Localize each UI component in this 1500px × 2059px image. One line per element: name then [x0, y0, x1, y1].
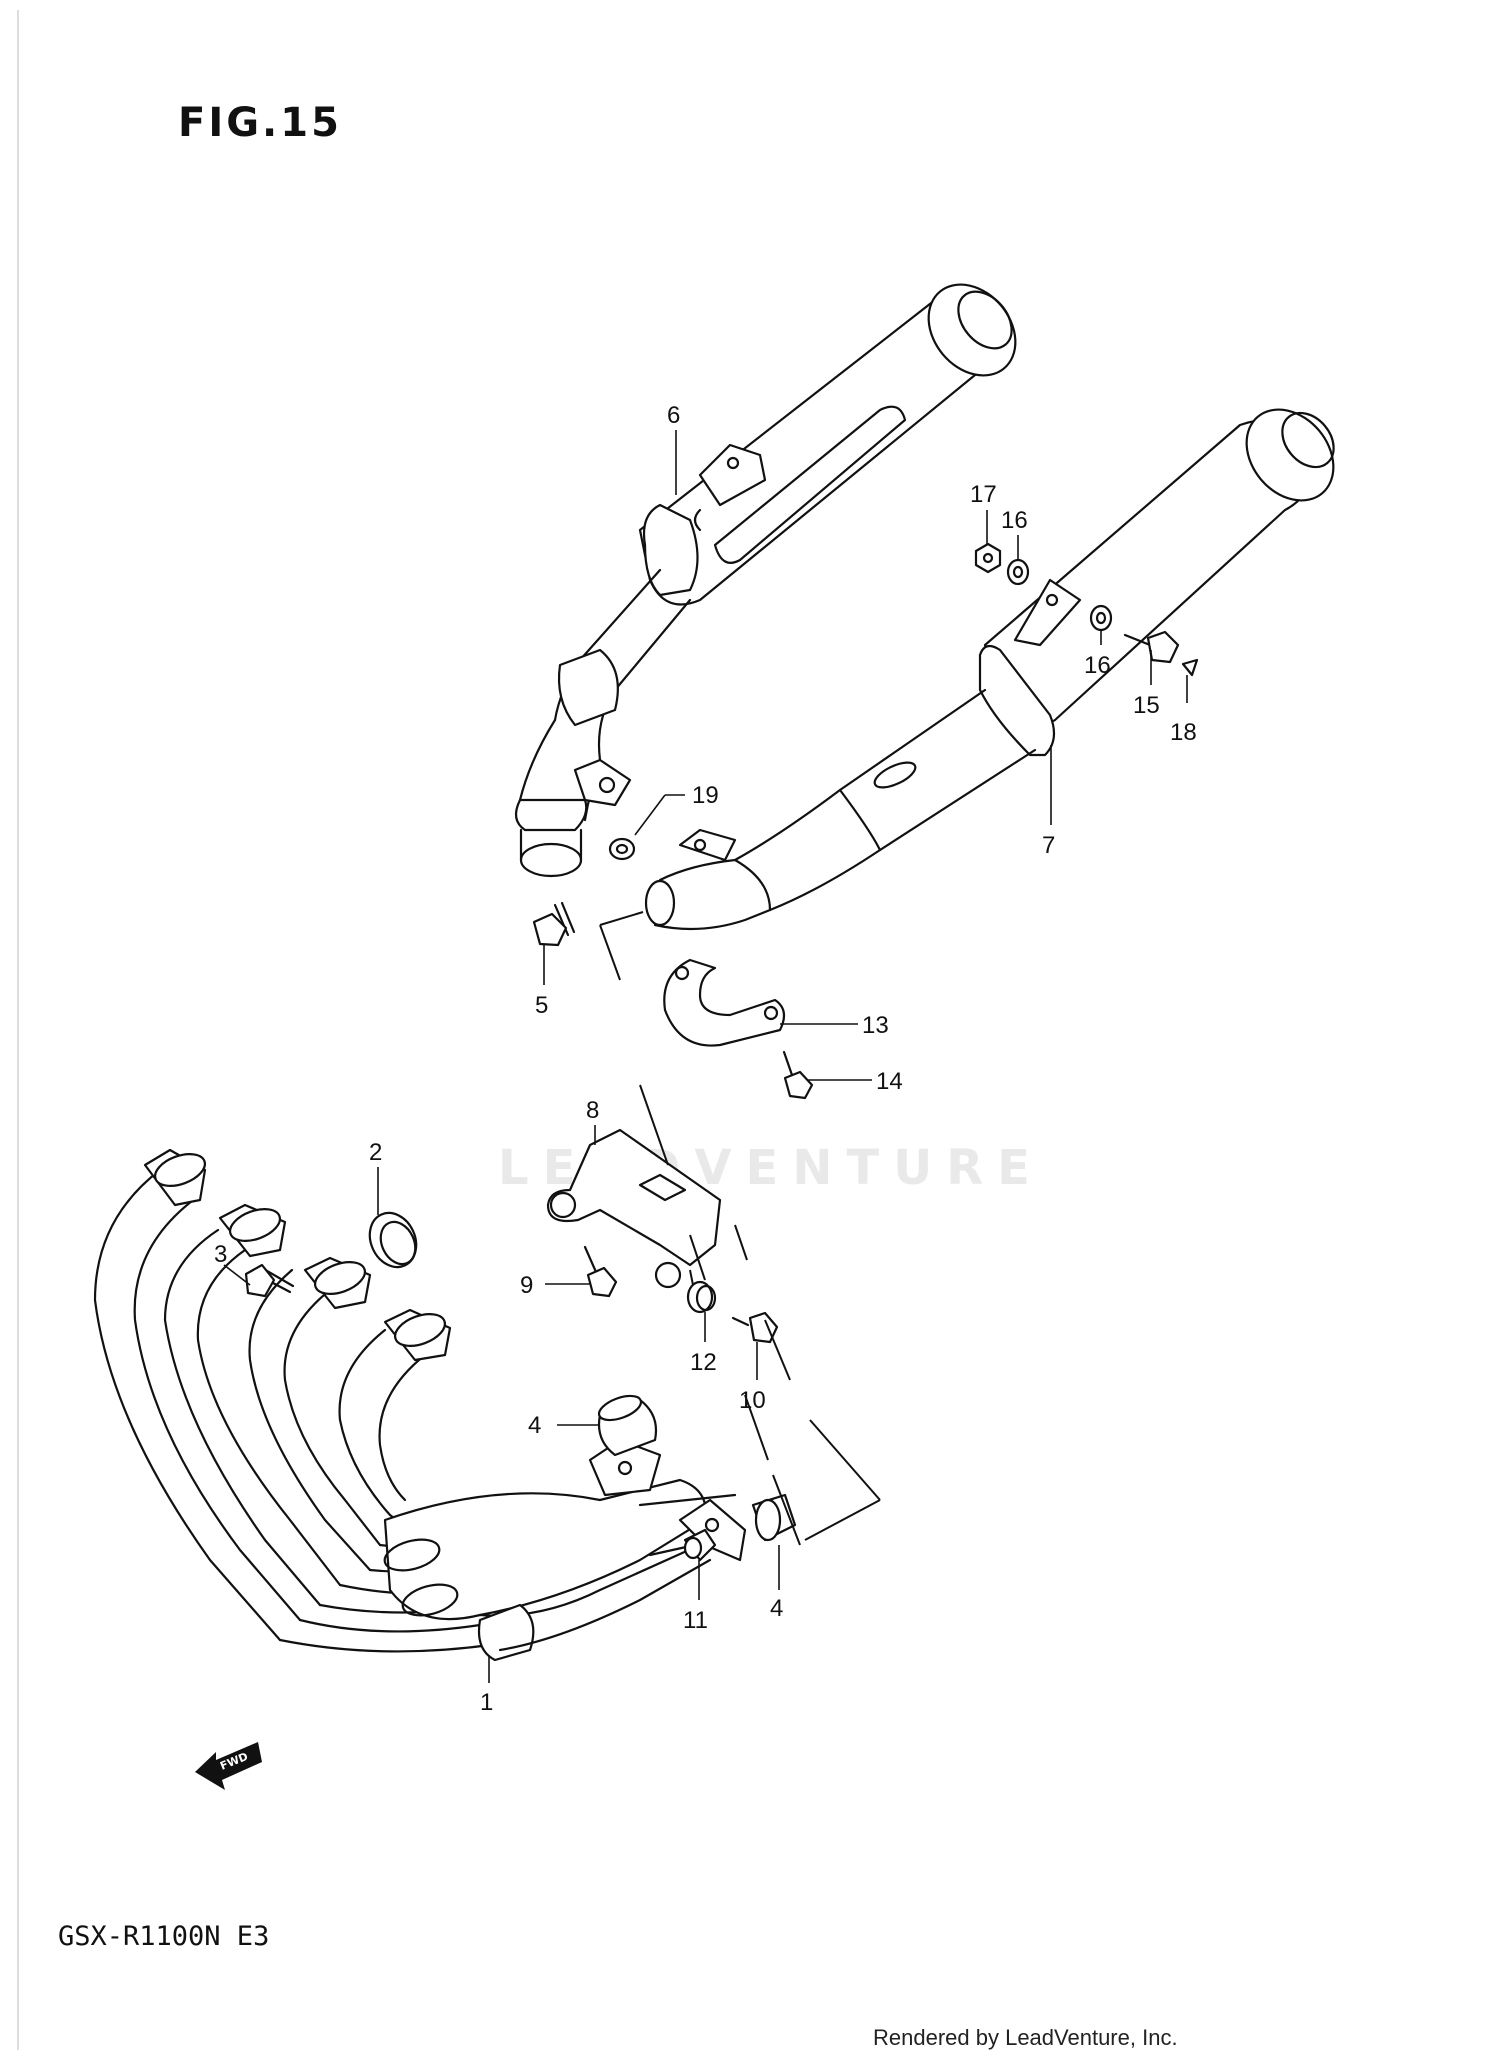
callout-6: 6	[667, 402, 680, 429]
callout-7: 7	[1042, 832, 1055, 859]
callout-16-upper: 16	[1001, 507, 1028, 534]
callout-11: 11	[683, 1607, 708, 1634]
callout-1: 1	[480, 1689, 493, 1716]
gasket	[368, 1211, 418, 1269]
callout-4-upper: 4	[528, 1412, 541, 1439]
mounting-bracket	[546, 1128, 722, 1289]
callout-5: 5	[535, 992, 548, 1019]
muffler-right	[644, 408, 1335, 931]
fasteners	[244, 542, 1199, 1344]
callout-18: 18	[1170, 719, 1197, 746]
figure-title: FIG.15	[178, 100, 342, 146]
model-code: GSX-R1100N E3	[58, 1921, 270, 1952]
callout-3: 3	[214, 1241, 227, 1268]
callout-17: 17	[970, 481, 997, 508]
clamps	[597, 1394, 797, 1542]
callout-19: 19	[692, 782, 719, 809]
callout-4-lower: 4	[770, 1595, 783, 1622]
render-credit: Rendered by LeadVenture, Inc.	[873, 2025, 1178, 2050]
callout-15: 15	[1133, 692, 1160, 719]
muffler-left	[514, 283, 1017, 878]
callout-13: 13	[862, 1012, 889, 1039]
callout-16-lower: 16	[1084, 652, 1111, 679]
callout-10: 10	[739, 1387, 766, 1414]
callout-9: 9	[520, 1272, 533, 1299]
hanger-bracket	[663, 958, 786, 1047]
callout-12: 12	[690, 1349, 717, 1376]
callout-8: 8	[586, 1097, 599, 1124]
callout-14: 14	[876, 1068, 903, 1095]
callout-2: 2	[369, 1139, 382, 1166]
alignment-line	[599, 911, 881, 1546]
fwd-arrow-icon: FWD	[195, 1742, 262, 1790]
callouts: 1 2 3 4 4 5 6 7 8 9	[214, 402, 1197, 1716]
